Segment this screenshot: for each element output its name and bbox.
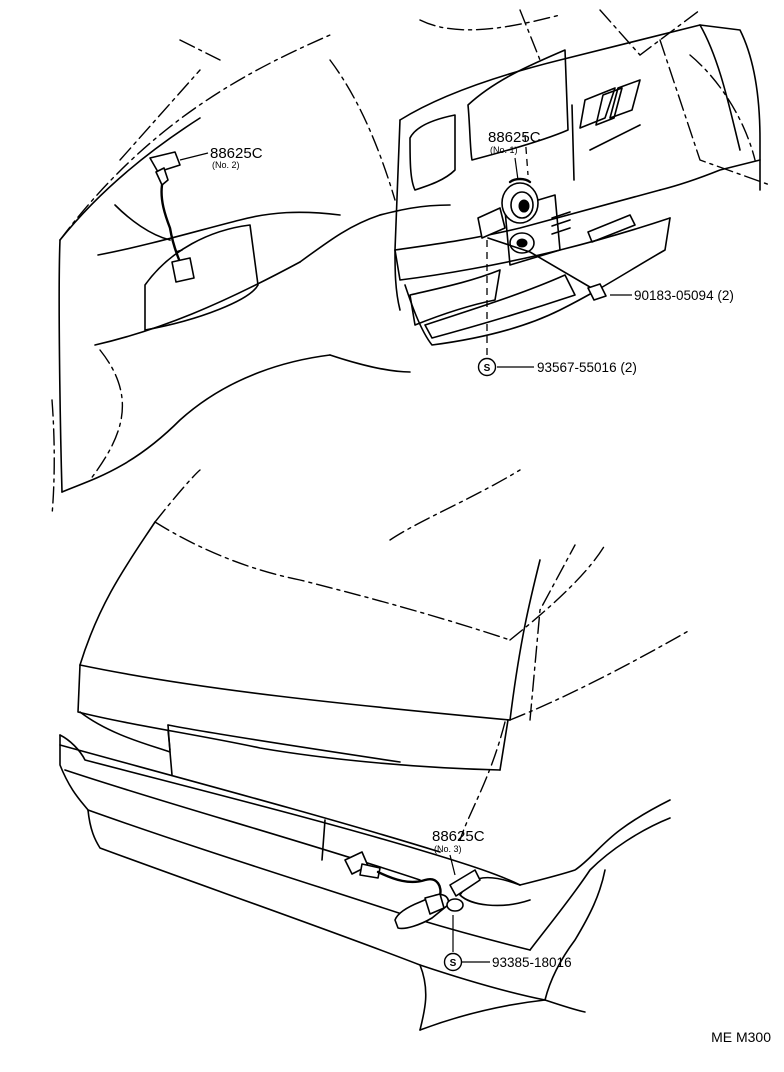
label-88625c-no2: 88625C (No. 2) <box>210 145 263 170</box>
lower-view-car-front <box>59 469 691 1031</box>
screw-symbol-upper: S <box>477 357 497 377</box>
clip-part <box>587 283 607 301</box>
sensor-no2 <box>149 151 195 283</box>
screw-symbol-lower: S <box>443 952 463 972</box>
part-number-no1: 88625C <box>488 129 541 146</box>
callout-screw-lower: 93385-18016 <box>492 955 572 970</box>
part-sub-no3: (No. 3) <box>434 844 462 854</box>
sensor-no3 <box>344 851 481 930</box>
part-number-no3: 88625C <box>432 828 485 845</box>
part-sub-no1: (No. 1) <box>490 145 518 155</box>
part-sub-no2: (No. 2) <box>212 160 240 170</box>
screw-symbol-lower-text: S <box>450 958 457 969</box>
label-88625c-no3: 88625C (No. 3) <box>432 828 485 854</box>
label-88625c-no1: 88625C (No. 1) <box>488 129 541 155</box>
upper-leaders <box>179 152 632 368</box>
upper-view-interior <box>51 9 771 516</box>
callout-screw-upper: 93567-55016 (2) <box>537 360 637 375</box>
callout-clip: 90183-05094 (2) <box>634 288 734 303</box>
screw-symbol-upper-text: S <box>484 363 491 374</box>
reference-code: ME M300 <box>711 1029 771 1045</box>
lower-leaders <box>449 854 490 963</box>
sensor-no1 <box>477 177 539 239</box>
part-number-no2: 88625C <box>210 145 263 162</box>
